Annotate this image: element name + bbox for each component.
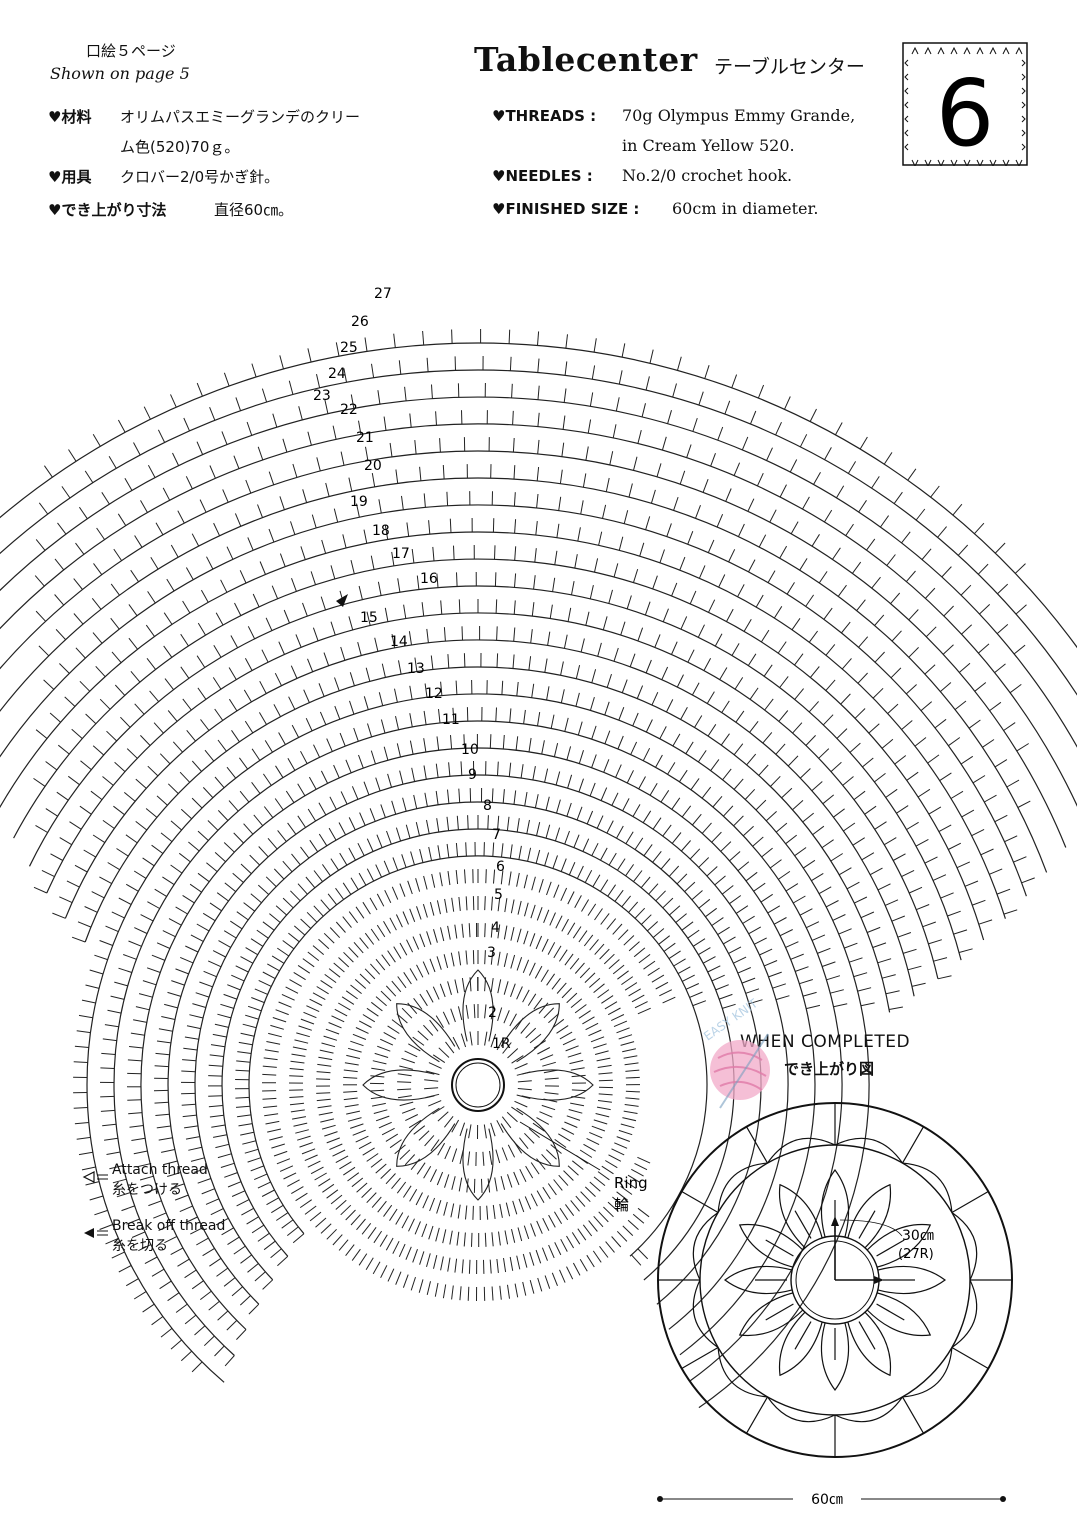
radius-label: 30㎝	[902, 1228, 934, 1244]
threads-value-line2: in Cream Yellow 520.	[622, 136, 795, 155]
row-number-label: 25	[340, 340, 358, 356]
row-number-label: 12	[425, 686, 443, 702]
chart-row-arc	[0, 396, 1077, 748]
completed-title-en: WHEN COMPLETED	[740, 1032, 911, 1052]
break-thread-en: Break off thread	[112, 1218, 226, 1234]
needles-value: No.2/0 crochet hook.	[622, 166, 793, 185]
chart-row-arc	[0, 342, 1077, 649]
size-value-jp: 直径60㎝。	[214, 201, 294, 219]
row-number-label: 2	[488, 1005, 497, 1021]
spec-tools-jp: ♥用具	[48, 168, 92, 186]
spec-needles-en: ♥NEEDLES :	[492, 167, 593, 185]
needles-label: NEEDLES :	[505, 167, 593, 185]
row-number-label: 9	[468, 767, 477, 783]
chart-row-arc	[0, 477, 1048, 873]
row-number-label: 16	[420, 571, 438, 587]
chart-row-arc	[0, 423, 1077, 807]
threads-label: THREADS :	[505, 107, 597, 125]
chart-row-arc	[0, 504, 1027, 897]
legend-attach-thread: Attach thread 糸をつける	[82, 1160, 208, 1200]
row-number-label: 26	[351, 314, 369, 330]
flower-motif	[723, 1168, 947, 1392]
chart-row-arc	[221, 828, 735, 1281]
pattern-number-badge: 6	[902, 42, 1028, 168]
chart-row-arc	[86, 693, 870, 1409]
radius-rows-label: (27R)	[898, 1247, 934, 1262]
watermark-logo: EASY KNIT	[701, 998, 770, 1109]
row-number-label: 5	[494, 887, 503, 903]
ring-label-en: Ring	[614, 1174, 648, 1192]
pattern-number: 6	[936, 60, 995, 166]
chart-row-arc	[140, 747, 816, 1356]
break-off-marker	[336, 594, 348, 607]
chart-row-arc	[0, 531, 1006, 919]
diameter-label: 60㎝	[811, 1492, 843, 1508]
page-reference-en: Shown on page 5	[50, 64, 190, 83]
chart-row-arc	[0, 369, 1077, 696]
chart-row-arc	[13, 558, 985, 941]
row-number-label: 18	[372, 523, 390, 539]
diameter-dimension: 60㎝	[657, 1492, 1006, 1508]
chart-row-arc	[46, 612, 939, 979]
spec-size-jp: ♥でき上がり寸法	[48, 201, 167, 219]
chart-row-arc	[167, 774, 789, 1330]
chart-row-arc	[84, 666, 891, 1013]
row-number-label: 15	[360, 610, 378, 626]
row-number-label: 27	[374, 286, 392, 302]
size-label-jp: でき上がり寸法	[61, 201, 167, 219]
spec-materials-jp: ♥材料	[48, 108, 92, 126]
spec-size-en: ♥FINISHED SIZE :	[492, 200, 640, 218]
watermark-text: EASY KNIT	[701, 998, 761, 1043]
materials-label-jp: 材料	[61, 108, 92, 126]
row-number-label: 10	[461, 742, 479, 758]
chart-row-arc	[248, 855, 708, 1257]
threads-value-line1: 70g Olympus Emmy Grande,	[622, 106, 856, 125]
row-number-label: 23	[313, 388, 331, 404]
materials-value-jp-line1: オリムパスエミーグランデのクリー	[120, 108, 361, 126]
row-number-label: 24	[328, 366, 346, 382]
row-number-label: 8	[483, 798, 492, 814]
row-number-label: 3	[487, 945, 496, 961]
ring-label-jp: 輪	[614, 1196, 629, 1214]
completed-title-jp: でき上がり図	[784, 1060, 875, 1078]
spec-threads-en: ♥THREADS :	[492, 107, 597, 125]
tools-label-jp: 用具	[61, 168, 92, 186]
page-reference-jp: 口絵５ページ	[86, 42, 176, 60]
center-ring	[451, 1058, 505, 1112]
finished-size-label: FINISHED SIZE :	[505, 200, 640, 218]
attach-thread-en: Attach thread	[112, 1162, 208, 1178]
pattern-title-jp: テーブルセンター	[714, 56, 865, 78]
row-number-label: 19	[350, 494, 368, 510]
materials-value-jp-line2: ム色(520)70ｇ。	[120, 138, 240, 156]
row-number-label: 17	[392, 546, 410, 562]
row-number-label: 7	[492, 827, 501, 843]
tools-value-jp: クロバー2/0号かぎ針。	[120, 168, 280, 186]
pattern-title: Tablecenter	[474, 40, 698, 79]
row-number-label: 20	[364, 458, 382, 474]
finished-size-value: 60cm in diameter.	[672, 199, 819, 218]
row-number-label: 11	[442, 712, 460, 728]
row-number-label: 22	[340, 402, 358, 418]
chart-row-arc	[113, 720, 843, 1382]
break-thread-jp: 糸を切る	[112, 1238, 168, 1254]
row-number-label: 21	[356, 430, 374, 446]
chart-row-arc	[0, 450, 1067, 848]
chart-row-arc	[28, 585, 962, 961]
attach-thread-icon	[82, 1160, 112, 1190]
break-thread-icon	[82, 1216, 112, 1246]
chart-row-arc	[64, 639, 915, 997]
ring-leader-line	[519, 1121, 601, 1171]
row-number-label: 13	[407, 661, 425, 677]
row-number-label: 4	[491, 920, 500, 936]
row-number-label: 6	[496, 859, 505, 875]
row-number-label: 14	[390, 634, 408, 650]
attach-thread-jp: 糸をつける	[112, 1182, 182, 1198]
legend-break-thread: Break off thread 糸を切る	[82, 1216, 225, 1256]
completed-illustration: 30㎝ (27R)	[657, 1102, 1013, 1458]
row-number-label: 1R	[492, 1036, 511, 1052]
